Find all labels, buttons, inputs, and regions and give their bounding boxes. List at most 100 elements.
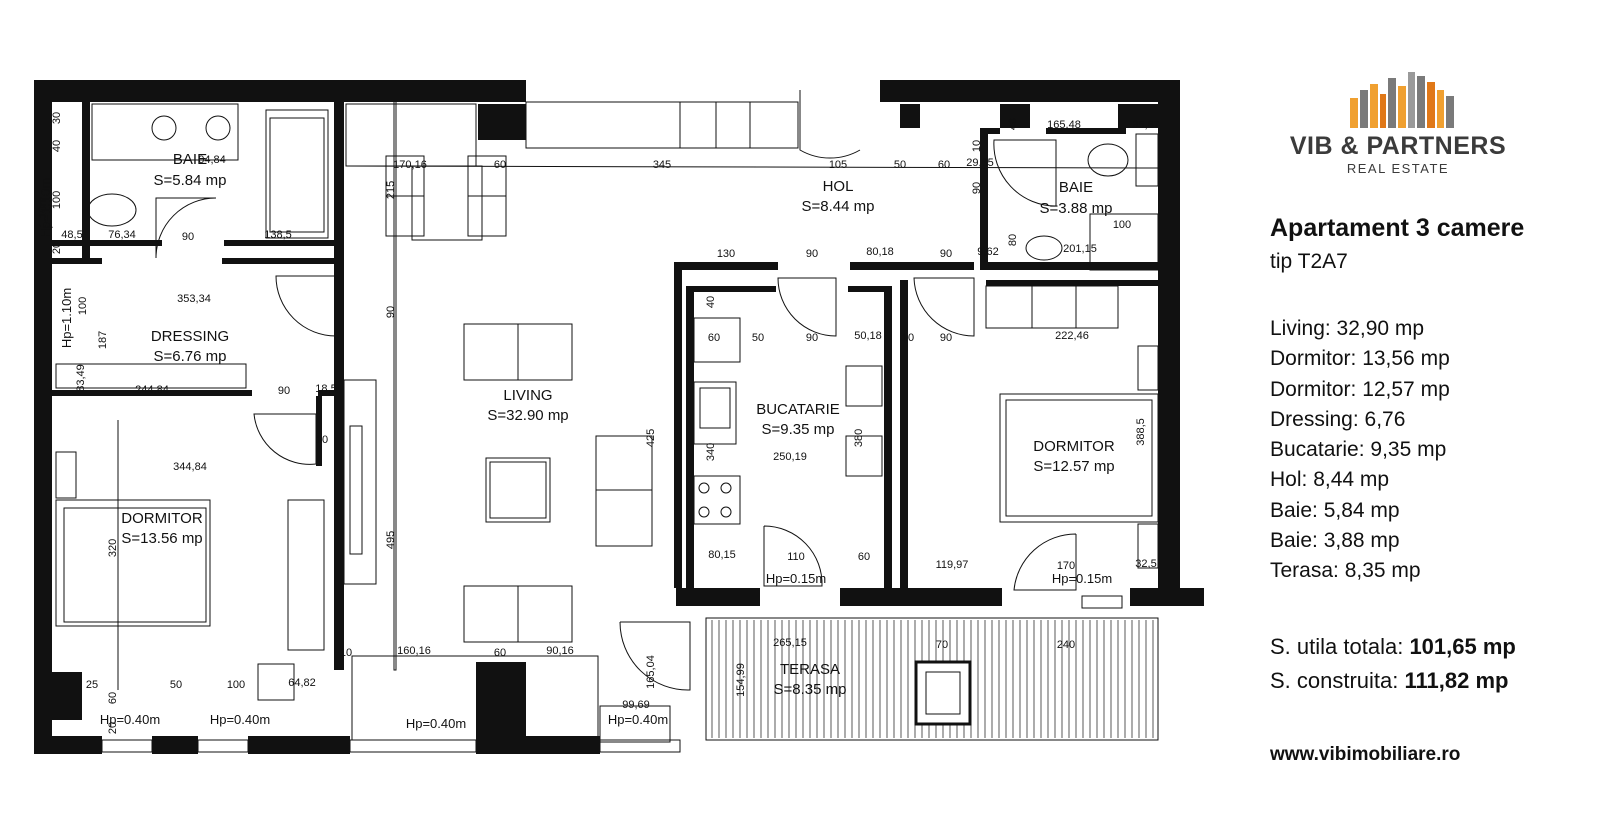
skyline-bar xyxy=(1370,84,1378,128)
dimension-label: 83,49 xyxy=(75,364,87,392)
sill-height: Hp=0.40m xyxy=(210,712,270,727)
area-item: Baie: 3,88 mp xyxy=(1270,529,1400,553)
dimension-label: 60 xyxy=(107,692,119,704)
dimension-label: 40 xyxy=(51,140,63,152)
room-area-dormitor: S=13.56 mp xyxy=(121,530,202,547)
sill-height: Hp=0.15m xyxy=(766,571,826,586)
dimension-label: 29,85 xyxy=(966,157,994,169)
dimension-label: 90 xyxy=(971,182,983,194)
area-item: Hol: 8,44 mp xyxy=(1270,468,1390,492)
dimension-label: 100 xyxy=(77,297,89,315)
dimension-label: 90 xyxy=(182,231,194,243)
dimension-label: 90 xyxy=(278,385,290,397)
room-name-dormitor: DORMITOR xyxy=(121,510,203,527)
dimension-label: 32,5 xyxy=(1135,558,1156,570)
dimension-label: 250,19 xyxy=(773,451,807,463)
sill-height: Hp=0.40m xyxy=(100,712,160,727)
dimension-label: 100 xyxy=(227,679,245,691)
dimension-label: 425 xyxy=(645,429,657,447)
website-link[interactable]: www.vibimobiliare.ro xyxy=(1270,744,1461,765)
room-name-dressing: DRESSING xyxy=(151,328,229,345)
dimension-label: 1.10m xyxy=(37,197,49,228)
dimension-label: 320 xyxy=(107,539,119,557)
dimension-label: 60 xyxy=(858,551,870,563)
area-item: Dormitor: 12,57 mp xyxy=(1270,377,1450,401)
skyline-bar xyxy=(1350,98,1358,128)
dimension-label: 18,5 xyxy=(315,383,336,395)
dimension-label: 60 xyxy=(708,332,720,344)
dimension-label: 80,18 xyxy=(866,246,894,258)
dimension-label: 170 xyxy=(1057,560,1075,572)
skyline-logo-icon xyxy=(1350,72,1454,128)
dimension-label: 344,84 xyxy=(173,461,207,473)
area-list: Living: 32,90 mp Dormitor: 13,56 mp Dorm… xyxy=(1270,314,1450,587)
dimension-label: 138,5 xyxy=(264,229,292,241)
dimension-label: 130 xyxy=(717,248,735,260)
dimension-label: 90 xyxy=(940,248,952,260)
dimension-label: 80,15 xyxy=(708,549,736,561)
dimension-label: 380 xyxy=(853,429,865,447)
room-area-dormitor-2: S=12.57 mp xyxy=(1033,458,1114,475)
listing-panel: VIB & PARTNERS REAL ESTATE Apartament 3 … xyxy=(1260,60,1590,820)
dimension-label: 90 xyxy=(385,306,397,318)
dimension-label: 70 xyxy=(936,639,948,651)
dimension-label: 100 xyxy=(1113,219,1131,231)
dimension-label: 50 xyxy=(752,332,764,344)
dimension-label: 50,18 xyxy=(854,330,882,342)
dimension-label: 215 xyxy=(385,181,397,199)
dimension-label: 20 xyxy=(51,242,63,254)
dimension-label: 201,15 xyxy=(1063,243,1097,255)
dimension-label: 105 xyxy=(829,159,847,171)
dimension-label: 9,62 xyxy=(977,246,998,258)
sill-height: Hp=0.40m xyxy=(608,712,668,727)
brand-tagline: REAL ESTATE xyxy=(1346,161,1450,176)
skyline-bar xyxy=(1427,82,1435,128)
room-name-bucatarie: BUCATARIE xyxy=(756,401,840,418)
room-name-terasa: TERASA xyxy=(780,661,840,678)
dimension-label: 170,16 xyxy=(393,159,427,171)
room-name-baie-2: BAIE xyxy=(1059,179,1093,196)
dimension-label: 353,34 xyxy=(177,293,211,305)
dimension-label: 90 xyxy=(806,248,818,260)
dimension-label: 60 xyxy=(938,159,950,171)
room-area-bucatarie: S=9.35 mp xyxy=(762,421,835,438)
dimension-label: 240 xyxy=(1057,639,1075,651)
area-item: Bucatarie: 9,35 mp xyxy=(1270,438,1447,462)
dimension-label: 222,46 xyxy=(1055,330,1089,342)
dimension-label: 30 xyxy=(51,112,63,124)
sill-height: Hp=0.15m xyxy=(1052,571,1112,586)
dimension-label: 10 xyxy=(340,647,352,659)
room-area-living: S=32.90 mp xyxy=(487,407,568,424)
sill-height: Hp=0.40m xyxy=(406,716,466,731)
floor-plan: BAIE S=5.84 mp DRESSING S=6.76 mp DORMIT… xyxy=(34,80,1204,754)
dimension-label: 90 xyxy=(940,332,952,344)
dimension-label: 187 xyxy=(97,331,109,349)
dimension-label: 340 xyxy=(705,443,717,461)
dimension-label: 35,67 xyxy=(1132,119,1160,131)
dimension-label: 48,5 xyxy=(61,229,82,241)
dimension-label: 76,34 xyxy=(108,229,136,241)
skyline-bar xyxy=(1360,90,1368,128)
skyline-bar xyxy=(1446,96,1454,128)
area-item: Dressing: 6,76 xyxy=(1270,407,1406,431)
room-area-hol: S=8.44 mp xyxy=(802,198,875,215)
dimension-label: 60 xyxy=(494,647,506,659)
dimension-label: 25 xyxy=(86,679,98,691)
skyline-bar xyxy=(1437,90,1444,128)
dimension-label: 165,48 xyxy=(1047,119,1081,131)
dimension-label: 119,97 xyxy=(936,559,969,571)
skyline-bar xyxy=(1408,72,1415,128)
skyline-bar xyxy=(1380,94,1386,128)
dimension-label: 90 xyxy=(806,332,818,344)
dimension-label: 64,82 xyxy=(288,677,316,689)
area-item: Terasa: 8,35 mp xyxy=(1270,559,1421,583)
room-name-baie: BAIE xyxy=(173,151,207,168)
dimension-label: 160,16 xyxy=(397,645,431,657)
dimension-label: 40 xyxy=(705,296,717,308)
dimension-label: 10 xyxy=(971,140,983,152)
dimension-label: 165,04 xyxy=(645,655,657,689)
room-area-baie-2: S=3.88 mp xyxy=(1040,200,1113,217)
dimension-label: 50 xyxy=(170,679,182,691)
dimension-label: 154,99 xyxy=(735,663,747,697)
room-area-terasa: S=8.35 mp xyxy=(774,681,847,698)
